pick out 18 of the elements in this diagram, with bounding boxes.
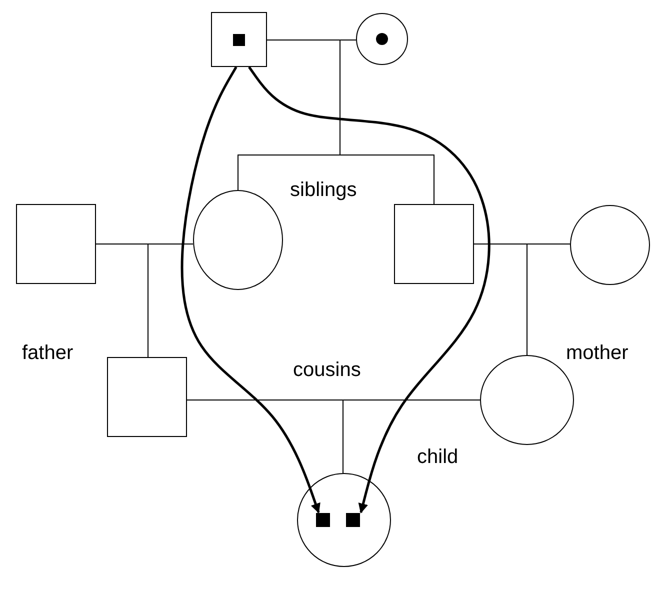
inheritance-arrow — [248, 66, 490, 514]
female-circle — [297, 473, 391, 567]
relation-label: cousins — [293, 360, 361, 380]
male-square — [211, 12, 267, 67]
relation-label: mother — [566, 343, 628, 363]
pedigree-line — [474, 244, 528, 356]
male-square — [16, 204, 96, 284]
female-circle — [570, 205, 650, 285]
relation-label: child — [417, 447, 458, 467]
inheritance-arrow — [180, 66, 320, 514]
male-square — [107, 357, 187, 437]
pedigree-line — [186, 400, 344, 474]
relation-label: father — [22, 343, 74, 363]
relation-label: siblings — [290, 180, 357, 200]
female-circle — [356, 13, 408, 65]
pedigree-line — [96, 244, 148, 358]
male-square — [394, 204, 474, 284]
female-circle — [193, 190, 283, 290]
